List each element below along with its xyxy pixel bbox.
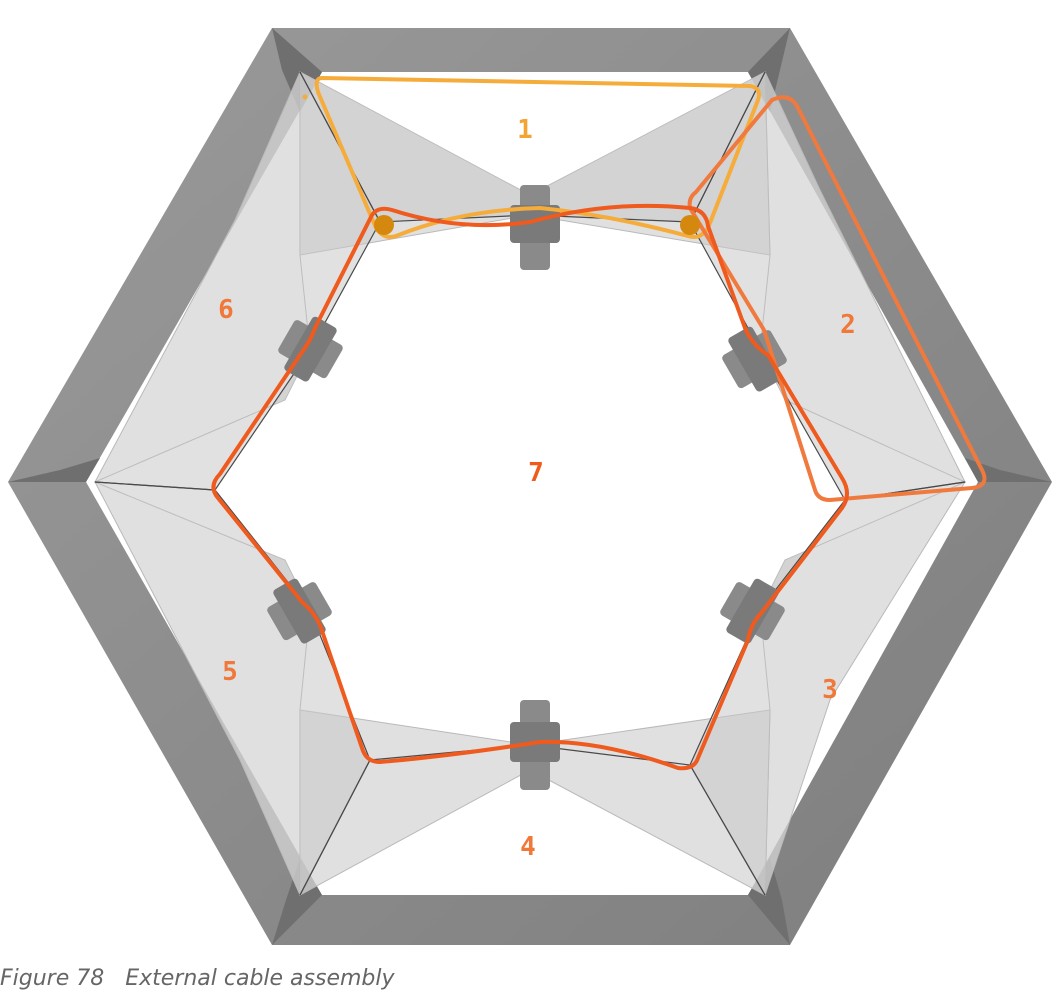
zone-label-5: 5	[222, 657, 238, 687]
connector-lower-left	[267, 578, 332, 644]
zone-label-2: 2	[840, 310, 856, 340]
zone-label-7: 7	[528, 458, 544, 488]
zone-label-6: 6	[218, 295, 234, 325]
cable-loop-7	[211, 203, 849, 771]
cable-assembly-diagram: 1 2 3 4 5 6 7	[8, 28, 1052, 945]
figure-caption: Figure 78 External cable assembly	[0, 966, 395, 991]
zone-label-4: 4	[520, 832, 536, 862]
zone-label-3: 3	[822, 675, 838, 705]
connector-upper-left	[278, 316, 343, 382]
cable-loop-1-start-dot	[302, 94, 308, 100]
connector-lower-right	[720, 578, 785, 644]
anchor-point-right	[680, 215, 700, 235]
cable-loop-2	[687, 95, 987, 502]
anchor-point-left	[374, 215, 394, 235]
zone-label-1: 1	[517, 115, 533, 145]
inner-star-panels	[95, 72, 965, 895]
zone-labels: 1 2 3 4 5 6 7	[218, 115, 856, 862]
